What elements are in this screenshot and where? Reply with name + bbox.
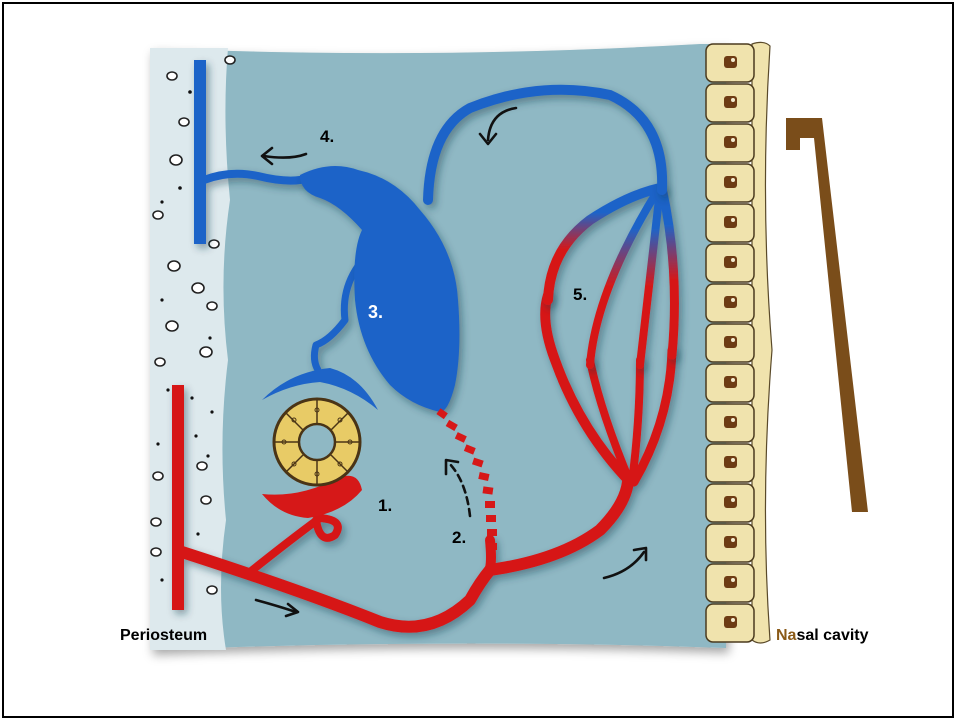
cell-nucleus: [724, 136, 737, 148]
nucleolus: [731, 618, 735, 622]
nucleolus: [731, 418, 735, 422]
gland-acinus: [274, 399, 360, 485]
nasal-epithelium: [706, 42, 772, 643]
nucleolus: [731, 98, 735, 102]
cell-nucleus: [724, 336, 737, 348]
marker-2: 2.: [452, 528, 466, 547]
nucleolus: [731, 258, 735, 262]
periosteum-label: Periosteum: [120, 627, 207, 644]
cell-nucleus: [724, 496, 737, 508]
nasal-cavity-label-rest: sal cavity: [796, 627, 868, 644]
nucleolus: [731, 178, 735, 182]
nucleolus: [731, 218, 735, 222]
cell-nucleus: [724, 536, 737, 548]
cell-nucleus: [724, 96, 737, 108]
cell-nucleus: [724, 416, 737, 428]
cell-nucleus: [724, 456, 737, 468]
cell-nucleus: [724, 616, 737, 628]
nucleolus: [731, 578, 735, 582]
cell-nucleus: [724, 376, 737, 388]
nucleolus: [731, 458, 735, 462]
nasal-cavity-label: Nasal cavity: [776, 627, 869, 644]
cell-nucleus: [724, 576, 737, 588]
cell-nucleus: [724, 216, 737, 228]
nucleolus: [731, 138, 735, 142]
nucleolus: [731, 378, 735, 382]
cell-nucleus: [724, 176, 737, 188]
cell-nucleus: [724, 296, 737, 308]
nucleolus: [731, 338, 735, 342]
nucleolus: [731, 298, 735, 302]
nucleolus: [731, 498, 735, 502]
nucleolus: [731, 538, 735, 542]
cell-nucleus: [724, 256, 737, 268]
nasal-cavity-label-prefix: Na: [776, 627, 797, 644]
marker-5: 5.: [573, 285, 587, 304]
marker-4: 4.: [320, 127, 334, 146]
nasal-probe-instrument: [786, 118, 868, 512]
nucleolus: [731, 58, 735, 62]
marker-3: 3.: [368, 302, 383, 322]
marker-1: 1.: [378, 496, 392, 515]
mucus-layer: [752, 42, 772, 643]
cell-nucleus: [724, 56, 737, 68]
